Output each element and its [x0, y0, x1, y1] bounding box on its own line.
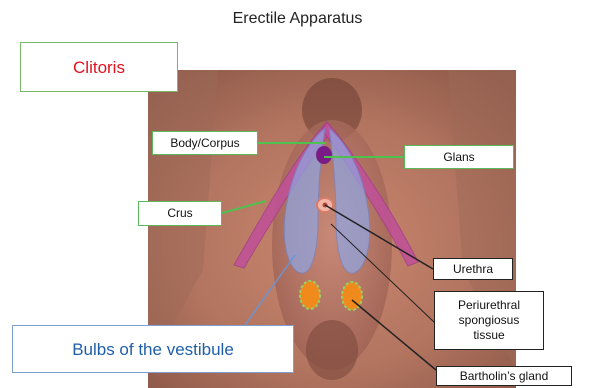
label-clitoris: Clitoris — [20, 42, 178, 92]
connector-crus — [222, 201, 266, 213]
label-bulbs-of-vestibule: Bulbs of the vestibule — [12, 325, 294, 373]
label-glans: Glans — [404, 145, 514, 169]
label-body-corpus: Body/Corpus — [152, 131, 258, 155]
bartholin-gland-left — [300, 281, 320, 309]
label-urethra: Urethra — [433, 258, 513, 280]
connector-bartholin — [352, 300, 436, 370]
label-crus: Crus — [138, 201, 222, 226]
label-periurethral: Periurethral spongiosus tissue — [434, 291, 544, 350]
label-bartholins-gland: Bartholin’s gland — [436, 366, 572, 386]
glans-marker — [316, 146, 332, 164]
connector-bulbs — [245, 255, 295, 325]
